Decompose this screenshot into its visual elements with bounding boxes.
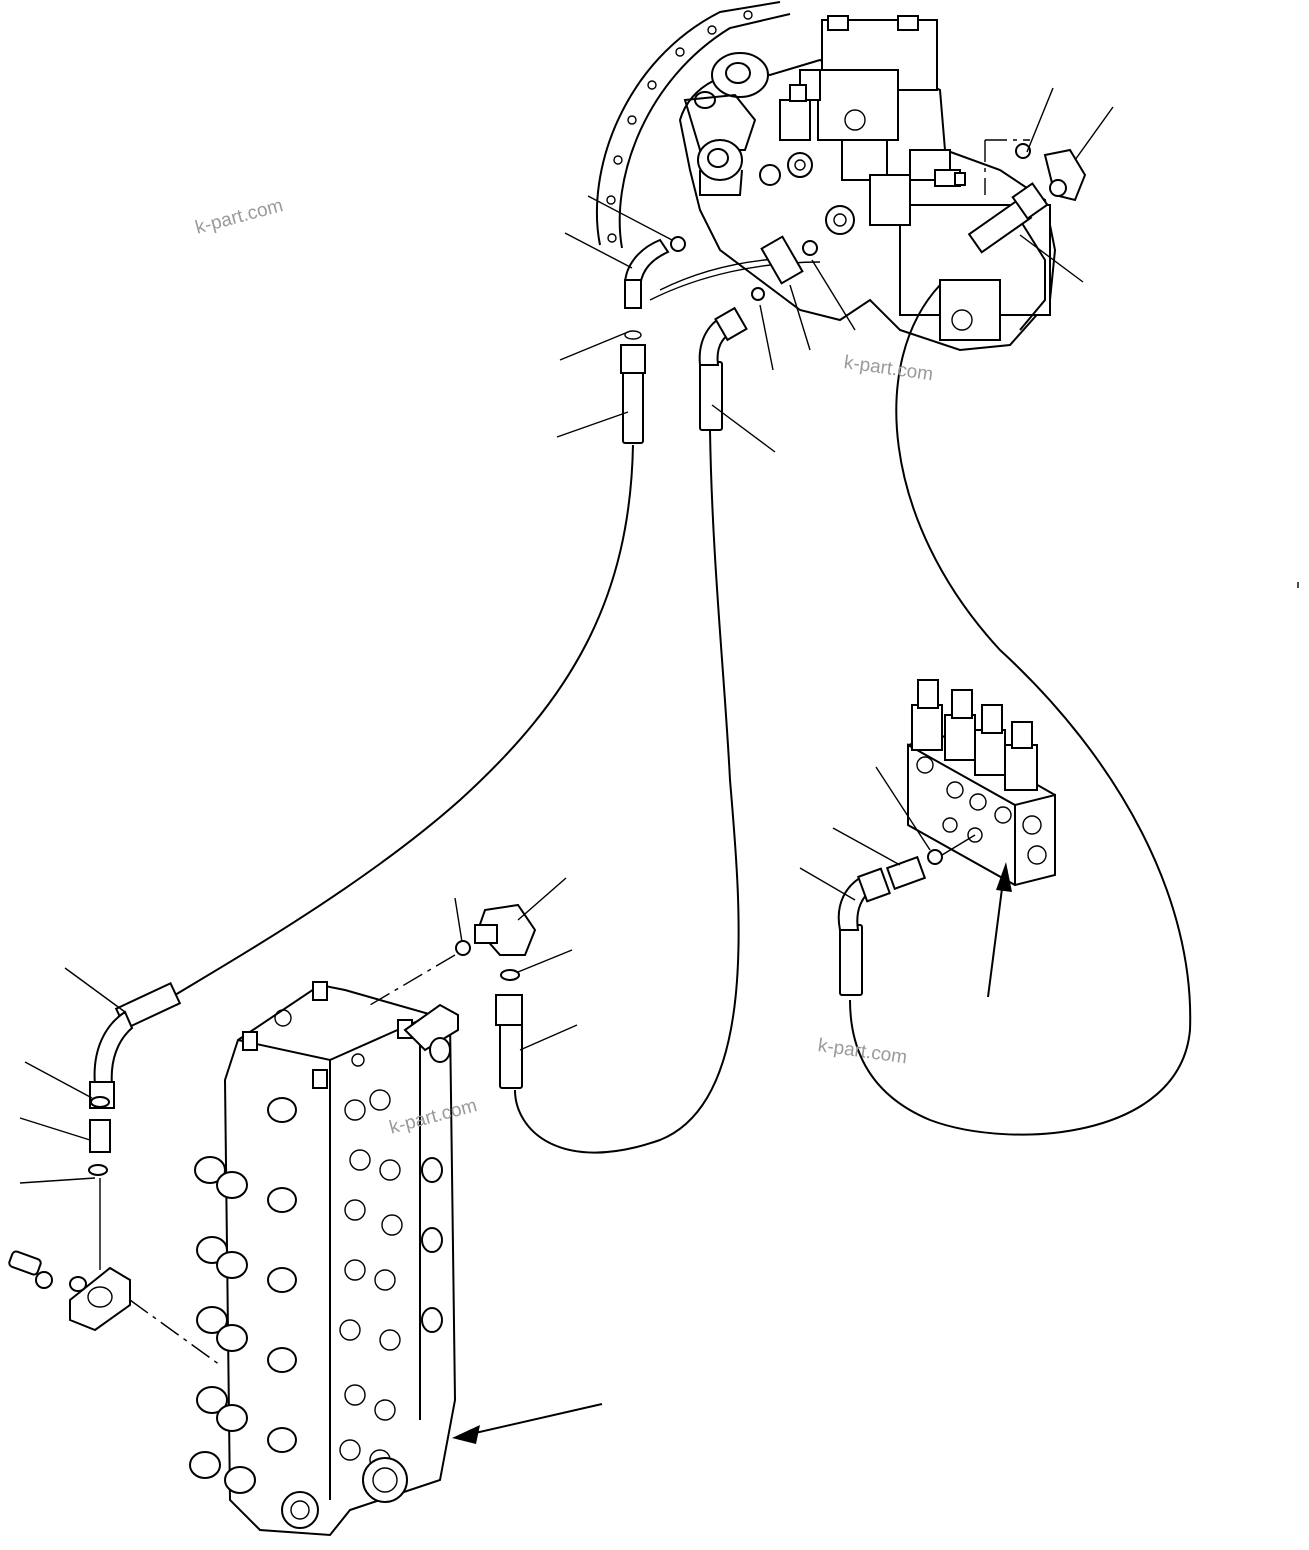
pump-port-center-line: [984, 139, 1030, 195]
solenoid-valve: [907, 679, 1056, 887]
hydraulic-pump: [596, 1, 1057, 352]
control-valve: [189, 981, 459, 1537]
leader-lines: [19, 87, 1299, 1184]
hose-fittings: [8, 143, 1087, 1366]
hose-lines: [174, 284, 1192, 1154]
assembly-arrows: [452, 862, 1012, 1444]
